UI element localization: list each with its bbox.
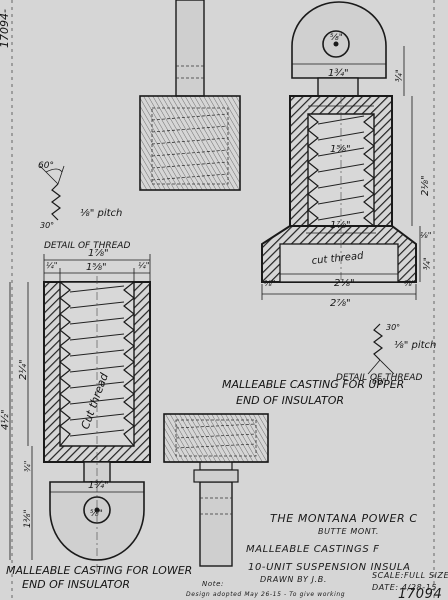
thread-lower-pitch: ⅛" pitch — [394, 340, 436, 351]
upper-dim-bottom-outer: 2⅞" — [330, 298, 351, 309]
thread-lower-angle: 30° — [386, 323, 400, 332]
drawing-number-corner: 17094- — [0, 9, 11, 48]
thread-upper-depth: 30° — [40, 221, 54, 230]
lower-dim-height-eye: 1⅜" — [23, 509, 33, 528]
title-city: BUTTE MONT. — [318, 527, 379, 536]
upper-caption-line2: END OF INSULATOR — [236, 394, 344, 407]
upper-dim-cut-thread: cut thread — [311, 251, 364, 267]
lower-dim-cap-inner: 1⅝" — [86, 262, 107, 273]
upper-dim-wall-left: ⅜" — [264, 279, 275, 288]
lower-dim-cap-left: ¼" — [46, 261, 57, 270]
upper-socket-side-view — [139, 0, 241, 191]
upper-dim-flange: ⅛" — [420, 231, 431, 240]
thread-upper-pitch: ⅛" pitch — [80, 208, 122, 219]
thread-upper-angle: 60° — [38, 161, 54, 171]
upper-dim-wall-right: ⅜" — [404, 279, 415, 288]
lower-dim-height-total: 4½" — [0, 409, 11, 430]
thread-detail-lower-drawing — [367, 323, 395, 375]
title-subject: MALLEABLE CASTINGS F — [246, 544, 379, 555]
lower-casting-section — [43, 276, 151, 572]
lower-caption-line1: MALLEABLE CASTING FOR LOWER — [6, 564, 192, 577]
lower-dim-height-cap: 2¼" — [17, 359, 29, 380]
lower-casting-dimensions — [9, 254, 151, 560]
thread-lower-depth: 60° — [372, 377, 386, 386]
title-note: Design adopted May 26-15 - To give worki… — [186, 591, 345, 598]
upper-dim-height-skirt: ¾" — [423, 257, 433, 270]
upper-dim-height-main: 2⅛" — [420, 175, 431, 196]
title-company: THE MONTANA POWER C — [270, 512, 418, 525]
thread-detail-upper-drawing — [39, 165, 65, 221]
title-date: DATE: 4/28-15 — [372, 583, 437, 592]
thread-lower-caption: DETAIL OF THREAD — [336, 373, 422, 383]
title-block: THE MONTANA POWER C BUTTE MONT. MALLEABL… — [186, 512, 448, 600]
upper-dim-inner-bottom: 1⅞" — [330, 220, 351, 231]
upper-casting-dimensions — [261, 46, 421, 300]
upper-dim-neck-height: ¾" — [395, 69, 405, 82]
upper-caption-line1: MALLEABLE CASTING FOR UPPER — [222, 378, 404, 391]
upper-dim-inner-top: 1⅝" — [330, 144, 351, 155]
drawing-number-bottom: 17094 — [398, 587, 442, 600]
thread-upper-caption: DETAIL OF THREAD — [44, 241, 130, 251]
lower-dim-cap-right: ¼" — [138, 261, 149, 270]
lower-dim-eye-hole: ⅝" — [90, 509, 103, 519]
title-scale: SCALE:FULL SIZE — [372, 571, 448, 580]
lower-socket-side-view — [163, 413, 269, 567]
upper-dim-eye-hole: ⅝" — [330, 33, 343, 43]
lower-dim-height-neck: ¾" — [23, 461, 32, 472]
upper-casting-section — [261, 1, 417, 283]
upper-dim-bottom-inner: 2⅛" — [334, 278, 355, 289]
title-note-label: Note: — [202, 580, 224, 588]
title-subject2: 10-UNIT SUSPENSION INSULA — [248, 562, 411, 573]
lower-dim-eye-width: 1¾" — [88, 480, 109, 491]
upper-dim-eye-width: 1¾" — [328, 68, 349, 79]
title-drawn-by: DRAWN BY J.B. — [260, 575, 327, 584]
lower-dim-total-width: 1⅞" — [88, 248, 109, 259]
lower-caption-line2: END OF INSULATOR — [22, 578, 130, 591]
